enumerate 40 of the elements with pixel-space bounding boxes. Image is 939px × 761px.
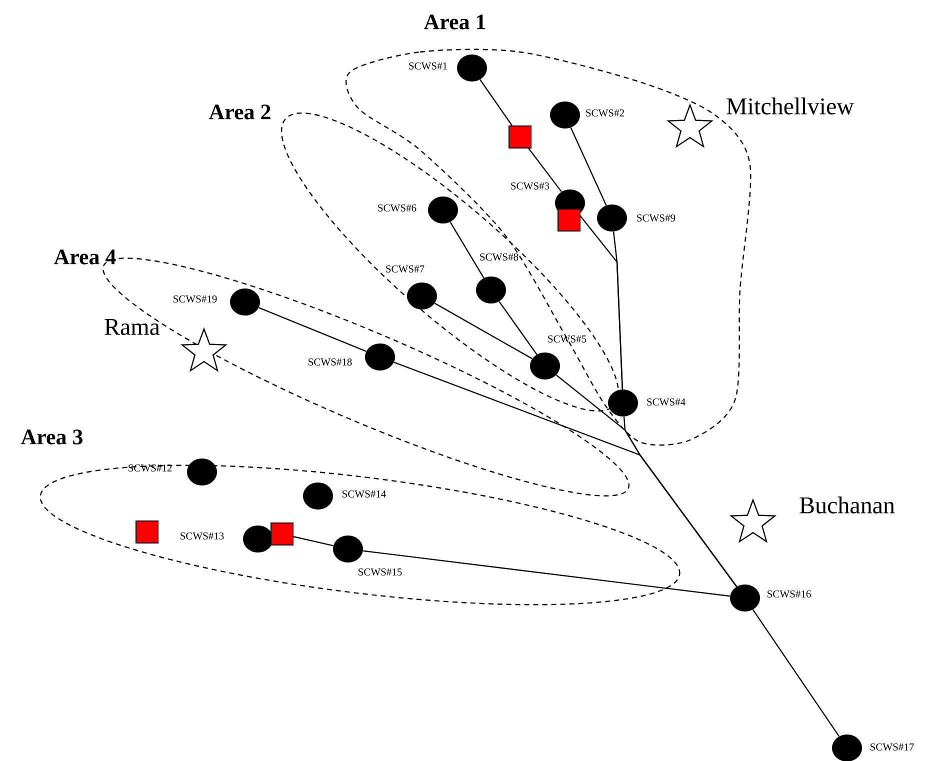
well-label: SCWS#7 <box>386 265 424 273</box>
pipeline <box>570 127 607 206</box>
pipeline <box>293 536 334 546</box>
town-label: Rama <box>104 319 160 335</box>
pipeline <box>363 550 730 597</box>
well-label: SCWS#19 <box>174 295 217 303</box>
pipeline <box>752 609 840 737</box>
town-label: Mitchellview <box>726 98 854 114</box>
well-label: SCWS#1 <box>409 62 447 70</box>
well-label: SCWS#15 <box>358 568 402 576</box>
node-label: Area 1 <box>424 14 486 30</box>
well-label: SCWS#14 <box>342 490 386 498</box>
square-marker <box>270 522 294 546</box>
well-label: SCWS#13 <box>180 532 224 540</box>
well-label: SCWS#4 <box>647 398 686 406</box>
square-marker <box>136 520 158 544</box>
well-label: SCWS#12 <box>128 464 172 472</box>
pipeline <box>434 302 532 360</box>
pipeline <box>258 307 366 352</box>
well-label: SCWS#9 <box>637 214 676 222</box>
node-label: Area 4 <box>54 250 116 264</box>
well-label: SCWS#17 <box>870 743 914 751</box>
pipeline <box>394 362 738 587</box>
square-marker <box>558 208 580 232</box>
well-label: SCWS#3 <box>511 182 550 190</box>
node-label: Area 2 <box>208 104 270 120</box>
pipeline <box>480 79 512 126</box>
town-label: Buchanan <box>800 496 895 514</box>
well-label: SCWS#18 <box>308 358 352 366</box>
well-label: SCWS#6 <box>378 204 416 212</box>
pipeline <box>450 222 484 278</box>
well-label: SCWS#2 <box>586 109 624 117</box>
pipeline <box>612 232 624 390</box>
pipeline <box>528 148 562 192</box>
node-label: Area 3 <box>20 430 82 444</box>
well-label: SCWS#16 <box>768 590 811 598</box>
square-marker <box>508 126 532 148</box>
pipeline <box>498 301 538 355</box>
well-label: SCWS#5 <box>548 335 586 343</box>
well-label: SCWS#8 <box>480 253 518 261</box>
